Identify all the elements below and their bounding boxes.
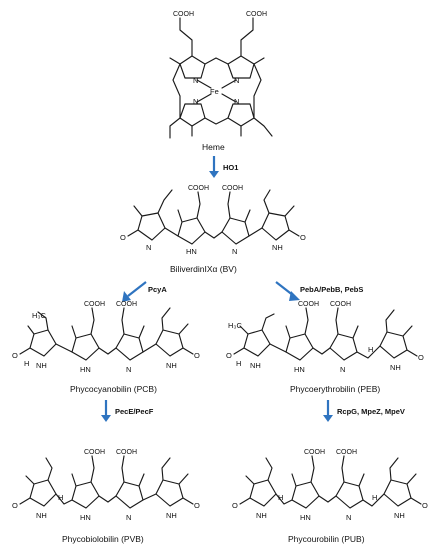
bv-o-left: O <box>120 233 126 242</box>
pub-n-c: N <box>346 513 351 522</box>
heme-label: Heme <box>202 142 225 152</box>
peb-cooh-right: COOH <box>330 301 351 308</box>
peb-h: H <box>236 359 241 368</box>
peb-o-left: O <box>226 351 232 360</box>
pcb-n-c: N <box>126 365 131 374</box>
pub-label: Phycourobilin (PUB) <box>288 534 365 544</box>
pvb-cooh-left: COOH <box>84 449 105 456</box>
pcb-nh-b: HN <box>80 365 91 374</box>
pub-cooh-right: COOH <box>336 449 357 456</box>
arrow-rcpg <box>323 400 333 422</box>
pvb-o-left: O <box>12 501 18 510</box>
heme-structure: COOH COOH N N N N Fe <box>169 11 273 139</box>
pub-nh-d: NH <box>394 511 405 520</box>
enzyme-ho1: HO1 <box>223 163 238 172</box>
pvb-h: H <box>58 493 63 502</box>
pvb-label: Phycobiolobilin (PVB) <box>62 534 144 544</box>
pvb-nh-a: NH <box>36 511 47 520</box>
pcb-nh-a: NH <box>36 361 47 370</box>
pvb-nh-b: HN <box>80 513 91 522</box>
pvb-structure: COOH COOH O O H NH HN N NH <box>12 449 200 522</box>
heme-fe: Fe <box>210 87 219 96</box>
pcb-h3c: H₃C <box>32 311 46 320</box>
enzyme-rcpg: RcpG, MpeZ, MpeV <box>337 407 405 416</box>
heme-cooh-left: COOH <box>173 11 194 18</box>
peb-h3c: H₃C <box>228 321 242 330</box>
arrow-pecef <box>101 400 111 422</box>
pvb-n-c: N <box>126 513 131 522</box>
pcb-nh-d: NH <box>166 361 177 370</box>
heme-n-1: N <box>193 76 198 85</box>
bv-cooh-right: COOH <box>222 185 243 192</box>
peb-h-d: H <box>368 345 373 354</box>
pub-h-d: H <box>372 493 377 502</box>
pvb-o-right: O <box>194 501 200 510</box>
pub-cooh-left: COOH <box>304 449 325 456</box>
enzyme-pcya: PcyA <box>148 285 167 294</box>
pcb-structure: COOH COOH H₃C O O H NH HN N NH <box>12 301 200 374</box>
pub-nh-b: HN <box>300 513 311 522</box>
pcb-h: H <box>24 359 29 368</box>
pcb-o-right: O <box>194 351 200 360</box>
peb-nh-b: HN <box>294 365 305 374</box>
bv-o-right: O <box>300 233 306 242</box>
pub-o-right: O <box>422 501 428 510</box>
pcb-cooh-right: COOH <box>116 301 137 308</box>
bv-nh-a: N <box>146 243 151 252</box>
enzyme-pebs: PebA/PebB, PebS <box>300 285 363 294</box>
pub-nh-a: NH <box>256 511 267 520</box>
heme-n-3: N <box>193 97 198 106</box>
heme-n-4: N <box>234 97 239 106</box>
peb-nh-d: NH <box>390 363 401 372</box>
peb-n-c: N <box>340 365 345 374</box>
bv-label: BiliverdinIXα (BV) <box>170 264 237 274</box>
peb-label: Phycoerythrobilin (PEB) <box>290 384 380 394</box>
pvb-nh-d: NH <box>166 511 177 520</box>
enzyme-pecef: PecE/PecF <box>115 407 154 416</box>
bv-n-c: N <box>232 247 237 256</box>
peb-structure: COOH COOH H₃C O O H NH HN N H NH <box>226 301 424 374</box>
peb-nh-a: NH <box>250 361 261 370</box>
peb-o-right: O <box>418 353 424 362</box>
pcb-cooh-left: COOH <box>84 301 105 308</box>
arrow-pebs <box>275 281 300 301</box>
arrow-ho1 <box>209 156 219 178</box>
pub-h-a: H <box>278 493 283 502</box>
heme-n-2: N <box>234 76 239 85</box>
arrow-pcya <box>122 281 147 302</box>
heme-cooh-right: COOH <box>246 11 267 18</box>
bv-cooh-left: COOH <box>188 185 209 192</box>
pvb-cooh-right: COOH <box>116 449 137 456</box>
peb-cooh-left: COOH <box>298 301 319 308</box>
pub-structure: COOH COOH O O H NH HN N H NH <box>232 449 428 522</box>
pcb-o-left: O <box>12 351 18 360</box>
pcb-label: Phycocyanobilin (PCB) <box>70 384 157 394</box>
bv-nh-d: NH <box>272 243 283 252</box>
pub-o-left: O <box>232 501 238 510</box>
bv-structure: COOH COOH O O N HN N NH <box>120 185 306 256</box>
bv-nh-b: HN <box>186 247 197 256</box>
